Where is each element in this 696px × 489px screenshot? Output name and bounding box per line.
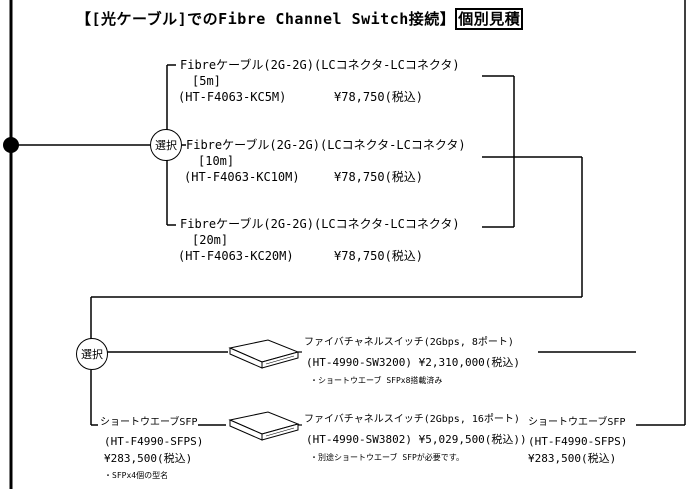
cable-3-length: [20m] <box>192 234 228 246</box>
sfp-right-part: (HT-F4990-SFPS) <box>528 436 627 447</box>
sfp-left-note: ・SFPx4個の型名 <box>104 472 168 480</box>
cable-1-name: Fibreケーブル(2G-2G)(LCコネクタ-LCコネクタ) <box>180 59 460 71</box>
switch-2-part-price: (HT-4990-SW3802) ¥5,029,500(税込)) <box>306 434 527 445</box>
cable-2-price: ¥78,750(税込) <box>334 171 423 183</box>
sfp-left-price: ¥283,500(税込) <box>104 453 192 464</box>
sfp-right-name: ショートウエーブSFP <box>528 418 625 428</box>
switch-1-part-price: (HT-4990-SW3200) ¥2,310,000(税込) <box>306 357 520 368</box>
page-title: 【[光ケーブル]でのFibre Channel Switch接続】個別見積 <box>76 12 523 27</box>
switch-1-name: ファイバチャネルスイッチ(2Gbps, 8ポート) <box>304 338 514 348</box>
switch-2-name: ファイバチャネルスイッチ(2Gbps, 16ポート) <box>304 415 520 425</box>
switch-1-note: ・ショートウエーブ SFPx8搭載済み <box>310 377 442 385</box>
cable-3-name: Fibreケーブル(2G-2G)(LCコネクタ-LCコネクタ) <box>180 218 460 230</box>
switch-icon <box>230 340 298 368</box>
switch-2-note: ・別途ショートウエーブ SFPが必要です。 <box>310 454 464 462</box>
cable-3-part: (HT-F4063-KC20M) <box>178 250 294 262</box>
cable-1-length: [5m] <box>192 75 221 87</box>
sfp-right-price: ¥283,500(税込) <box>528 453 616 464</box>
title-main: 【[光ケーブル]でのFibre Channel Switch接続】 <box>76 10 455 28</box>
cable-2-part: (HT-F4063-KC10M) <box>184 171 300 183</box>
cable-1-price: ¥78,750(税込) <box>334 91 423 103</box>
switch-selector: 選択 <box>76 338 108 370</box>
cable-3-price: ¥78,750(税込) <box>334 250 423 262</box>
title-boxed: 個別見積 <box>455 8 523 30</box>
cable-1-part: (HT-F4063-KC5M) <box>178 91 286 103</box>
sfp-left-name: ショートウエーブSFP <box>100 418 197 428</box>
cable-2-name: Fibreケーブル(2G-2G)(LCコネクタ-LCコネクタ) <box>186 139 466 151</box>
sfp-left-part: (HT-F4990-SFPS) <box>104 436 203 447</box>
cable-selector: 選択 <box>150 129 182 161</box>
cable-2-length: [10m] <box>198 155 234 167</box>
